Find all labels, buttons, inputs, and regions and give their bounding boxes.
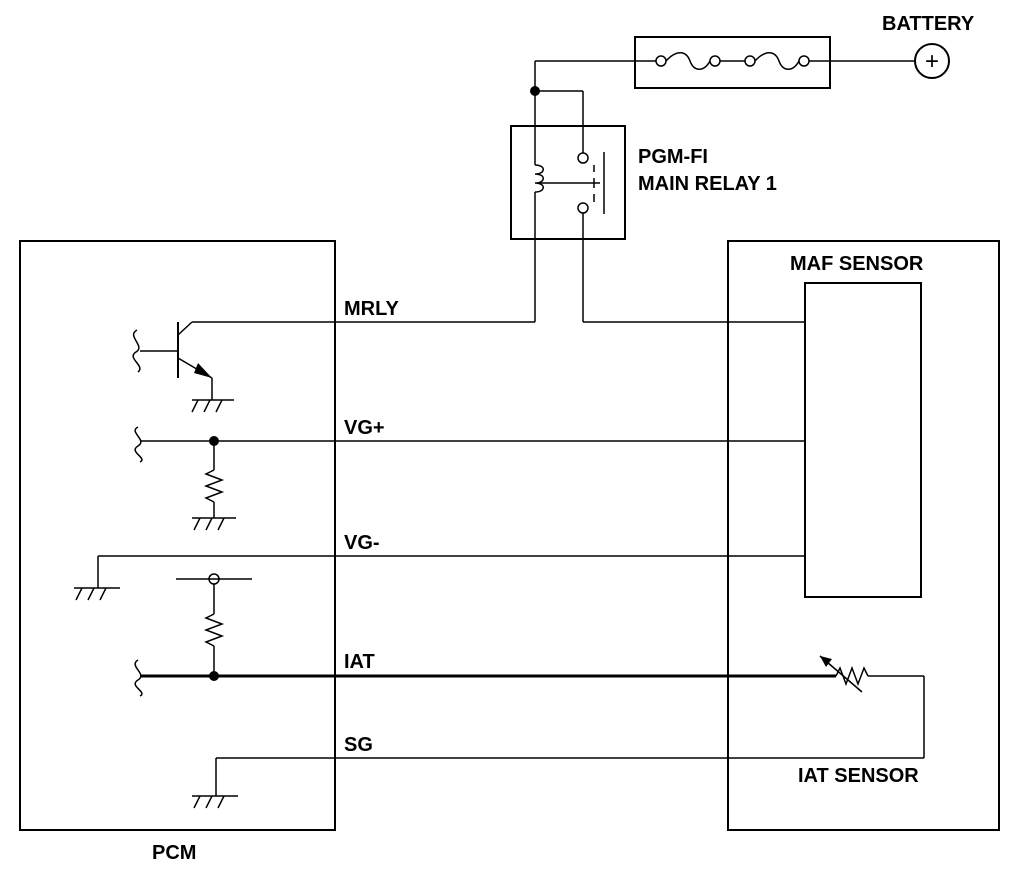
main-relay-box [510,125,626,240]
mrly-label: MRLY [344,298,399,320]
relay-label-line1: PGM-FI [638,146,708,168]
relay-label-line2: MAIN RELAY 1 [638,173,777,195]
iat-circuit [134,573,925,758]
pcm-box [19,240,336,831]
relay-internals [530,61,605,322]
vg-plus-resistor [203,469,225,503]
battery-label: BATTERY [882,13,975,35]
vg-plus-label: VG+ [344,417,385,439]
vg-minus-label: VG- [344,532,380,554]
sg-label: SG [344,734,373,756]
pcm-label: PCM [152,842,196,864]
iat-thermistor [835,665,869,687]
fuses [535,52,915,70]
maf-sensor-housing [727,240,1000,831]
battery-symbol: + [914,43,950,79]
transistor-symbol [132,321,234,413]
relay-coil [534,164,544,193]
vg-plus-circuit [134,426,805,531]
iat-pullup-resistor [203,613,225,647]
fuse-box [634,36,831,89]
sg-circuit [192,757,924,809]
iat-junction [209,671,219,681]
iat-sensor-label: IAT SENSOR [798,765,919,787]
maf-sensor-label: MAF SENSOR [790,253,924,275]
vg-minus-circuit [74,555,805,601]
maf-sensor-element [804,282,922,598]
iat-label: IAT [344,651,375,673]
battery-plus-sign: + [925,48,939,75]
